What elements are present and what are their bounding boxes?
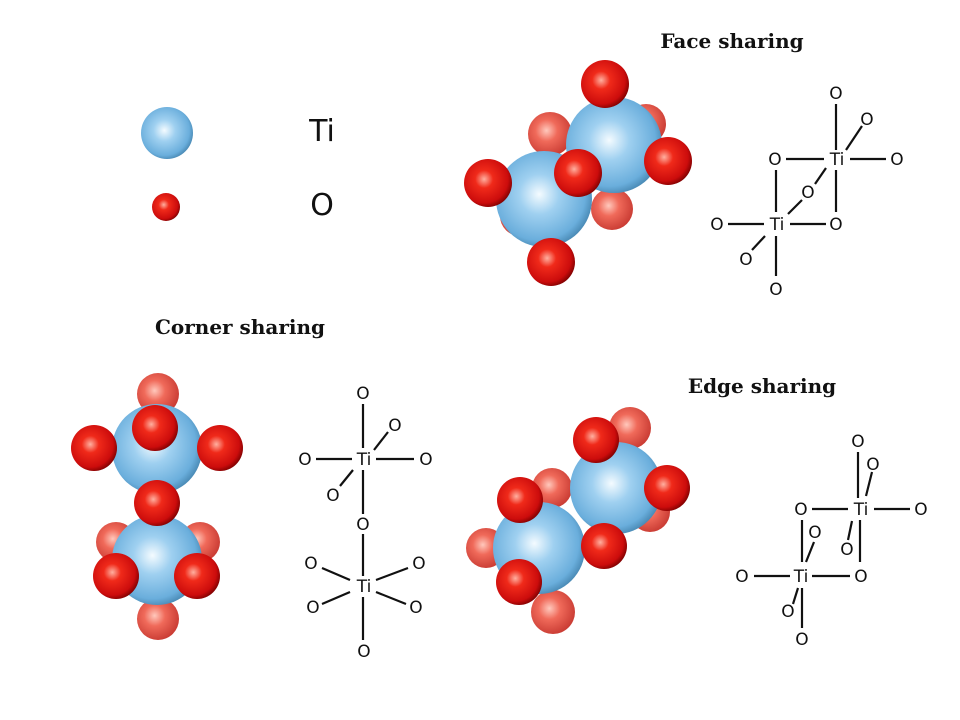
o-atom-sphere (174, 553, 220, 599)
o-atom-label: O (326, 486, 339, 506)
legend: Ti O (141, 107, 335, 223)
o-atom-sphere (644, 137, 692, 185)
o-atom-label: O (412, 554, 425, 574)
o-atom-label: O (808, 523, 821, 543)
bond-line (804, 541, 816, 563)
ti-atom-label: Ti (356, 450, 372, 470)
o-atom-sphere (581, 523, 627, 569)
o-atom-label: O (739, 250, 752, 270)
bond-line (814, 167, 827, 185)
o-atom-sphere (497, 477, 543, 523)
o-atom-sphere (591, 188, 633, 230)
o-atom-label: O (890, 150, 903, 170)
o-atom-label: O (710, 215, 723, 235)
ti-atom-label: Ti (793, 567, 809, 587)
o-atom-sphere (134, 480, 180, 526)
edge-sharing-title: Edge sharing (688, 374, 836, 398)
o-atom-sphere (132, 405, 178, 451)
o-atom-sphere (554, 149, 602, 197)
o-atom-label: O (781, 602, 794, 622)
bond-line (339, 469, 354, 487)
o-atom-label: O (829, 215, 842, 235)
bond-line (375, 590, 407, 606)
o-atom-label: O (735, 567, 748, 587)
bond-line (787, 199, 803, 215)
bond-line (321, 590, 351, 606)
o-atom-label: O (304, 554, 317, 574)
o-atom-sphere (197, 425, 243, 471)
o-atom-label: O (769, 280, 782, 300)
o-atom-label: O (357, 642, 370, 662)
o-atom-sphere (137, 598, 179, 640)
bond-line (845, 125, 863, 151)
legend-o-sphere (152, 193, 180, 221)
ti-atom-label: Ti (769, 215, 785, 235)
o-atom-label: O (768, 150, 781, 170)
o-atom-label: O (860, 110, 873, 130)
bond-line (791, 587, 800, 605)
bond-line (321, 566, 351, 582)
ti-atom-sphere (570, 442, 662, 534)
o-atom-sphere (93, 553, 139, 599)
bond-line (864, 471, 874, 497)
ti-atom-label: Ti (356, 577, 372, 597)
corner-sharing-ball-model (71, 373, 243, 640)
o-atom-sphere (496, 559, 542, 605)
o-atom-label: O (914, 500, 927, 520)
o-atom-label: O (794, 500, 807, 520)
o-atom-label: O (306, 598, 319, 618)
o-atom-label: O (409, 598, 422, 618)
o-atom-label: O (801, 183, 814, 203)
legend-ti-label: Ti (308, 114, 335, 149)
o-atom-sphere (609, 407, 651, 449)
o-atom-label: O (854, 567, 867, 587)
edge-sharing-line-diagram: O O O Ti O O O O Ti O O O (735, 432, 927, 650)
o-atom-label: O (356, 515, 369, 535)
o-atom-label: O (851, 432, 864, 452)
face-sharing-ball-model (464, 60, 692, 286)
face-sharing-line-diagram: O O O Ti O O O Ti O O O (710, 84, 903, 300)
o-atom-label: O (356, 384, 369, 404)
edge-sharing-ball-model (466, 407, 690, 634)
o-atom-sphere (528, 112, 572, 156)
o-atom-label: O (866, 455, 879, 475)
o-atom-sphere (573, 417, 619, 463)
o-atom-label: O (795, 630, 808, 650)
corner-sharing-title: Corner sharing (155, 315, 325, 339)
o-atom-sphere (464, 159, 512, 207)
o-atom-label: O (388, 416, 401, 436)
ti-atom-label: Ti (829, 150, 845, 170)
o-atom-sphere (531, 590, 575, 634)
o-atom-sphere (137, 373, 179, 415)
o-atom-label: O (419, 450, 432, 470)
corner-sharing-line-diagram: O O O Ti O O O O O Ti O O O (298, 384, 432, 662)
o-atom-sphere (527, 238, 575, 286)
face-sharing-title: Face sharing (660, 29, 803, 53)
o-atom-sphere (644, 465, 690, 511)
legend-ti-sphere (141, 107, 193, 159)
o-atom-sphere (71, 425, 117, 471)
bond-line (846, 520, 854, 541)
legend-o-label: O (310, 188, 334, 223)
ti-atom-label: Ti (853, 500, 869, 520)
o-atom-label: O (840, 540, 853, 560)
o-atom-label: O (829, 84, 842, 104)
bond-line (751, 235, 766, 251)
bond-line (373, 431, 389, 451)
o-atom-sphere (581, 60, 629, 108)
bond-line (375, 566, 409, 582)
o-atom-label: O (298, 450, 311, 470)
